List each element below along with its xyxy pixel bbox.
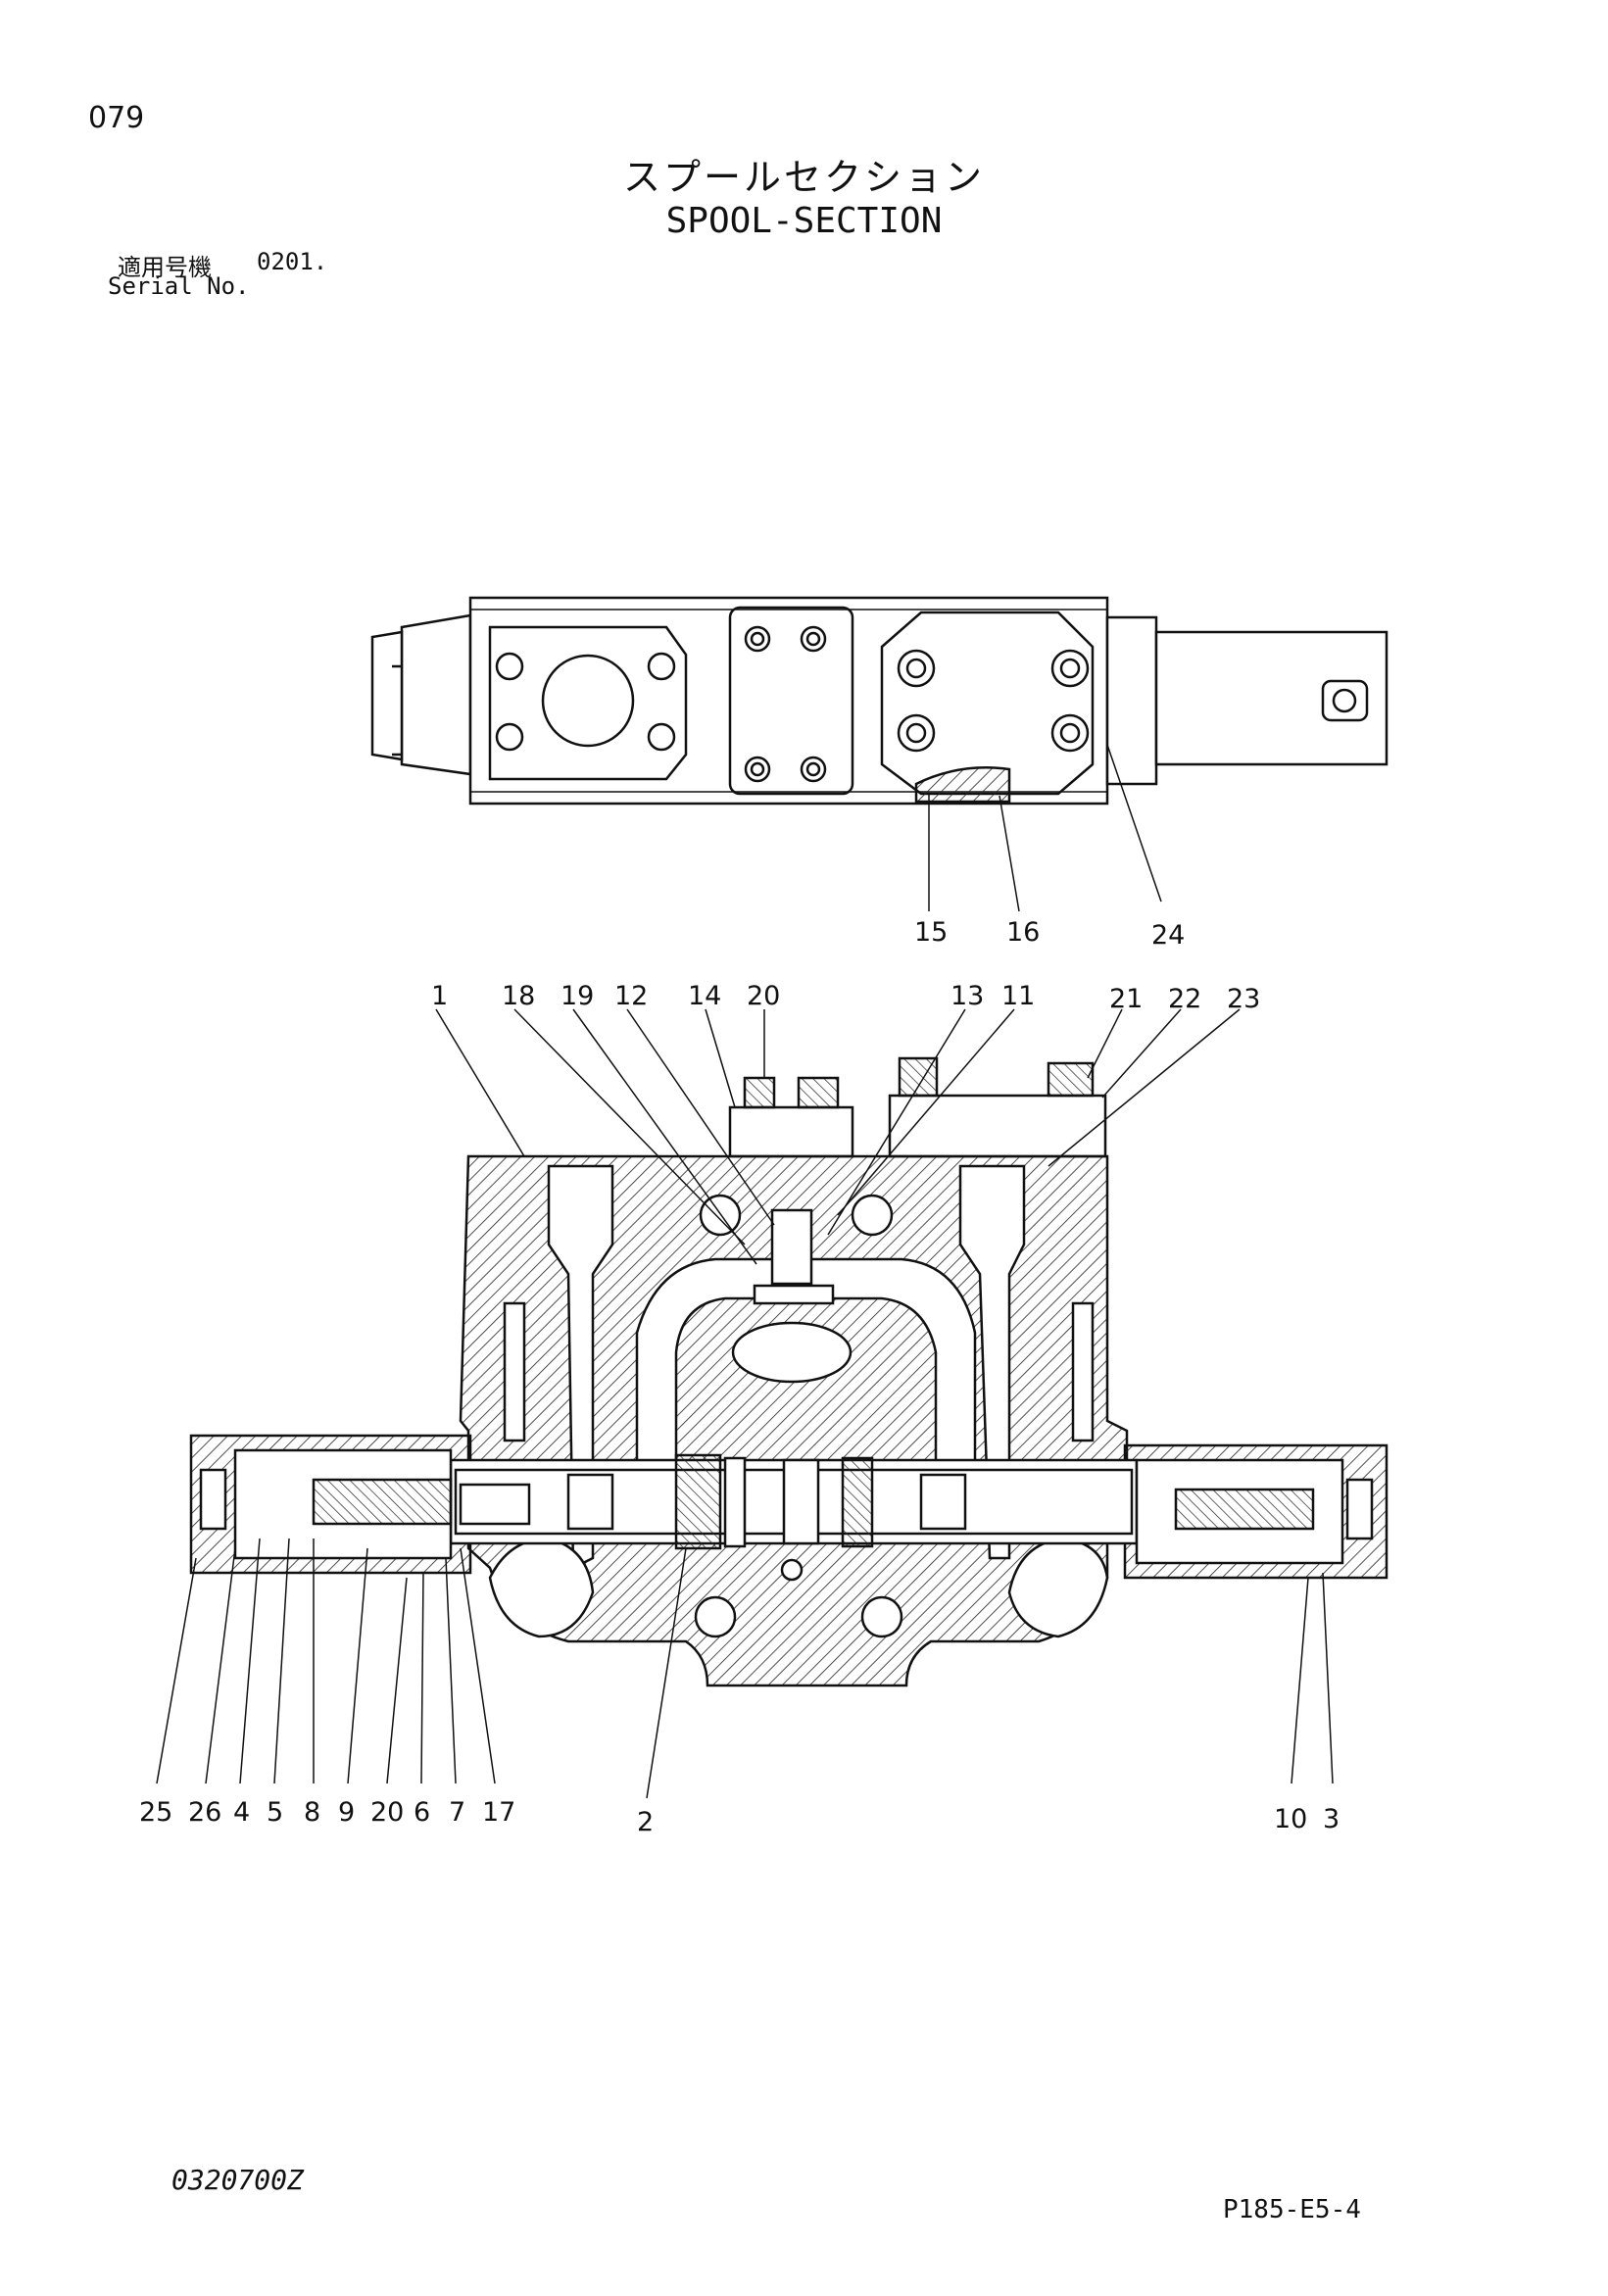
top-view-callouts: 15 16 24 (914, 917, 1185, 951)
callout-3: 3 (1323, 1804, 1340, 1834)
callout-15: 15 (914, 917, 948, 948)
page-reference: P185-E5-4 (1223, 2195, 1361, 2224)
top-view-leaders (928, 744, 1162, 912)
page-title-japanese: スプールセクション (622, 156, 985, 199)
serial-label-english: Serial No. (108, 272, 250, 300)
page-title-english: SPOOL-SECTION (665, 201, 943, 241)
callout-10: 10 (1274, 1804, 1307, 1834)
callout-14: 14 (688, 981, 721, 1011)
callout-2: 2 (637, 1807, 654, 1837)
callout-20-bottom: 20 (370, 1797, 404, 1828)
callout-5: 5 (267, 1797, 283, 1828)
callout-4: 4 (233, 1797, 250, 1828)
callout-24: 24 (1151, 920, 1185, 951)
callout-7: 7 (449, 1797, 465, 1828)
callout-17: 17 (482, 1797, 515, 1828)
callout-13: 13 (950, 981, 984, 1011)
callout-23: 23 (1227, 984, 1260, 1014)
section-view (189, 1056, 1389, 1687)
callout-25: 25 (139, 1797, 172, 1828)
callout-9: 9 (338, 1797, 355, 1828)
callout-21: 21 (1109, 984, 1143, 1014)
callout-8: 8 (304, 1797, 320, 1828)
callout-22: 22 (1168, 984, 1201, 1014)
document-code: 0320700Z (171, 2164, 304, 2196)
section-view-top-callouts: 1 18 19 12 14 20 13 11 21 22 23 (431, 981, 1260, 1014)
callout-18: 18 (502, 981, 535, 1011)
callout-11: 11 (1001, 981, 1035, 1011)
callout-20-top: 20 (747, 981, 780, 1011)
section-view-leaders (156, 1008, 1334, 1799)
callout-1: 1 (431, 981, 448, 1011)
callout-16: 16 (1006, 917, 1040, 948)
callout-19: 19 (560, 981, 594, 1011)
serial-label-japanese: 適用号機 (118, 254, 212, 281)
callout-12: 12 (614, 981, 648, 1011)
top-view (370, 596, 1389, 806)
callout-26: 26 (188, 1797, 221, 1828)
section-view-bottom-callouts: 25 26 4 5 8 9 20 6 7 17 2 10 3 (139, 1797, 1340, 1837)
page-number: 079 (88, 101, 145, 135)
serial-value: 0201. (257, 248, 328, 275)
callout-6: 6 (414, 1797, 430, 1828)
